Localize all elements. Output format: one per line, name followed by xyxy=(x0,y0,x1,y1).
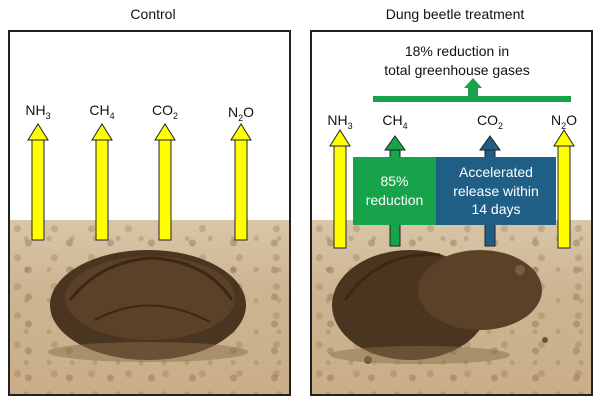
dung-pat-control xyxy=(48,250,248,362)
gas-label-nh3-control: NH3 xyxy=(25,102,51,121)
arrow-nh3-treatment xyxy=(329,129,351,249)
control-panel-title: Control xyxy=(130,6,176,22)
dung-pat-treatment xyxy=(330,250,548,364)
co2-release-box: Accelerated release within 14 days xyxy=(436,157,556,225)
gas-label-ch4-control: CH4 xyxy=(89,102,115,121)
gas-label-n2o-treatment: N2O xyxy=(550,112,578,131)
arrow-n2o-treatment xyxy=(553,129,575,249)
arrow-n2o-control xyxy=(230,123,252,241)
arrow-co2-control xyxy=(154,123,176,241)
arrow-ch4-control xyxy=(91,123,113,241)
treatment-panel-title: Dung beetle treatment xyxy=(385,6,525,22)
total-reduction-note: 18% reduction in total greenhouse gases xyxy=(384,43,530,78)
gas-label-n2o-control: N2O xyxy=(227,104,255,123)
gas-label-co2-control: CO2 xyxy=(151,102,178,121)
gas-label-nh3-treatment: NH3 xyxy=(327,112,353,131)
gas-label-co2-treatment: CO2 xyxy=(476,112,503,131)
ch4-reduction-box: 85% reduction xyxy=(353,157,436,225)
gas-label-ch4-treatment: CH4 xyxy=(382,112,408,131)
total-reduction-arrow xyxy=(373,78,571,102)
arrow-nh3-control xyxy=(27,123,49,241)
